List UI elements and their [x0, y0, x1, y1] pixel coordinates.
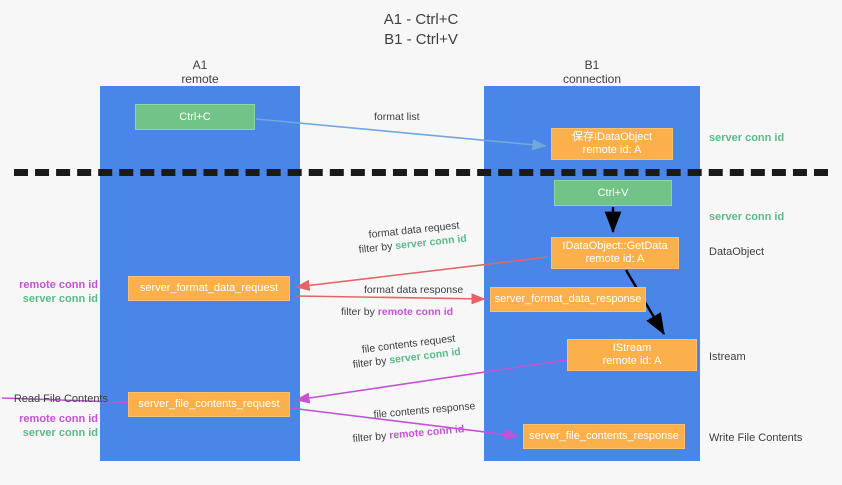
filter-value-remote-conn-id-1: remote conn id	[377, 306, 454, 318]
filter-prefix-4: filter by	[352, 429, 390, 445]
lane-header-a1-name: A1	[192, 58, 208, 72]
node-server-file-contents-request[interactable]: server_file_contents_request	[128, 392, 290, 417]
side-label-server-conn-id-mid: server conn id	[709, 211, 785, 223]
lane-header-b1-role: connection	[562, 72, 622, 86]
node-getdata[interactable]: IDataObject::GetData remote id: A	[551, 237, 679, 269]
lane-header-a1: A1 remote	[100, 58, 300, 86]
side-label-server-conn-id-1: server conn id	[22, 293, 98, 305]
lane-header-a1-role: remote	[181, 72, 219, 86]
side-label-remote-conn-id-1: remote conn id	[19, 279, 98, 291]
title-line-2: B1 - Ctrl+V	[384, 31, 458, 48]
node-ctrl-v[interactable]: Ctrl+V	[554, 180, 672, 206]
node-istream[interactable]: IStream remote id: A	[567, 339, 697, 371]
node-server-file-contents-response-label: server_file_contents_response	[529, 430, 679, 442]
side-label-conn-ids-upper: remote conn id server conn id	[8, 278, 98, 306]
side-label-write-file-contents: Write File Contents	[709, 432, 803, 444]
node-ctrl-v-label: Ctrl+V	[597, 186, 629, 199]
page-title: A1 - Ctrl+C B1 - Ctrl+V	[0, 10, 842, 50]
node-server-format-data-request-label: server_format_data_request	[139, 282, 279, 294]
node-save-dataobject-label: 保存IDataObject	[571, 131, 653, 143]
lane-header-b1: B1 connection	[484, 58, 700, 86]
side-label-dataobject: DataObject	[709, 246, 765, 258]
edge-file-contents-response	[289, 407, 519, 440]
node-server-format-data-response[interactable]: server_format_data_response	[490, 287, 646, 312]
lane-header-b1-name: B1	[584, 58, 600, 72]
side-label-istream: Istream	[709, 351, 746, 363]
edge-file-contents-request	[295, 359, 567, 404]
filter-prefix-1: filter by	[358, 240, 396, 256]
side-label-server-conn-id-top: server conn id	[709, 132, 785, 144]
node-server-file-contents-request-label: server_file_contents_request	[138, 398, 280, 410]
node-server-file-contents-response[interactable]: server_file_contents_response	[523, 424, 685, 449]
node-server-format-data-response-label: server_format_data_response	[494, 293, 642, 305]
filter-prefix-2: filter by	[341, 306, 378, 318]
edge-format-data-response	[295, 293, 486, 305]
edge-label-format-list: format list	[374, 111, 420, 123]
edge-label-format-data-response: format data response	[364, 284, 464, 296]
side-label-remote-conn-id-2: remote conn id	[19, 413, 98, 425]
node-save-dataobject[interactable]: 保存IDataObject remote id: A	[551, 128, 673, 160]
title-line-1: A1 - Ctrl+C	[383, 11, 459, 28]
node-ctrl-c-label: Ctrl+C	[179, 110, 211, 123]
node-server-format-data-request[interactable]: server_format_data_request	[128, 276, 290, 301]
phase-divider	[14, 169, 828, 176]
side-label-read-file-contents: Read File Contents	[13, 393, 108, 405]
side-label-conn-ids-lower: remote conn id server conn id	[8, 412, 98, 440]
edge-format-data-request	[295, 256, 549, 291]
node-getdata-sub: remote id: A	[585, 253, 645, 265]
node-save-dataobject-sub: remote id: A	[582, 144, 642, 156]
node-ctrl-c[interactable]: Ctrl+C	[135, 104, 255, 130]
node-getdata-label: IDataObject::GetData	[562, 240, 668, 252]
node-istream-sub: remote id: A	[602, 355, 662, 367]
edge-label-format-data-response-filter: filter by remote conn id	[341, 305, 453, 319]
node-istream-label: IStream	[612, 342, 652, 354]
side-label-server-conn-id-2: server conn id	[22, 427, 98, 439]
edge-format-list	[255, 118, 547, 151]
